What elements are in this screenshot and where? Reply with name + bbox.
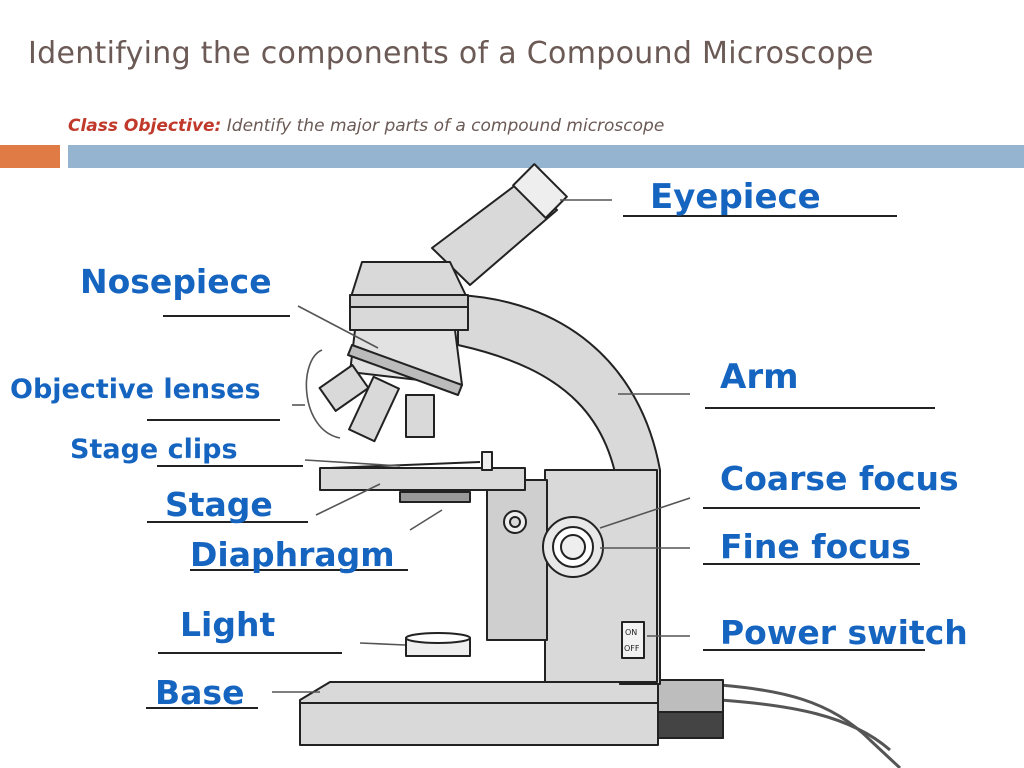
label-stage-clips: Stage clips bbox=[70, 434, 238, 465]
label-stage: Stage bbox=[165, 485, 273, 524]
answer-blanks bbox=[146, 215, 935, 709]
label-base: Base bbox=[155, 673, 245, 712]
label-coarse-focus: Coarse focus bbox=[720, 459, 959, 498]
microscope-drawing: ON OFF bbox=[299, 163, 902, 768]
accent-bar-blue bbox=[68, 145, 1024, 168]
page-title: Identifying the components of a Compound… bbox=[28, 36, 874, 71]
pointer-lines bbox=[272, 199, 691, 693]
label-power-switch: Power switch bbox=[720, 613, 968, 652]
objective-text: Identify the major parts of a compound m… bbox=[226, 116, 665, 136]
label-diaphragm: Diaphragm bbox=[190, 535, 395, 574]
label-eyepiece: Eyepiece bbox=[650, 177, 821, 217]
label-nosepiece: Nosepiece bbox=[80, 262, 272, 301]
objective-label: Class Objective: bbox=[68, 116, 222, 136]
label-arm: Arm bbox=[720, 357, 799, 397]
class-objective: Class Objective: Identify the major part… bbox=[68, 116, 664, 136]
label-fine-focus: Fine focus bbox=[720, 527, 911, 566]
label-light: Light bbox=[180, 605, 276, 644]
switch-on-mark: ON bbox=[625, 628, 637, 637]
label-objective-lenses: Objective lenses bbox=[10, 374, 261, 405]
accent-bar-orange bbox=[0, 145, 60, 168]
switch-off-mark: OFF bbox=[624, 644, 640, 653]
